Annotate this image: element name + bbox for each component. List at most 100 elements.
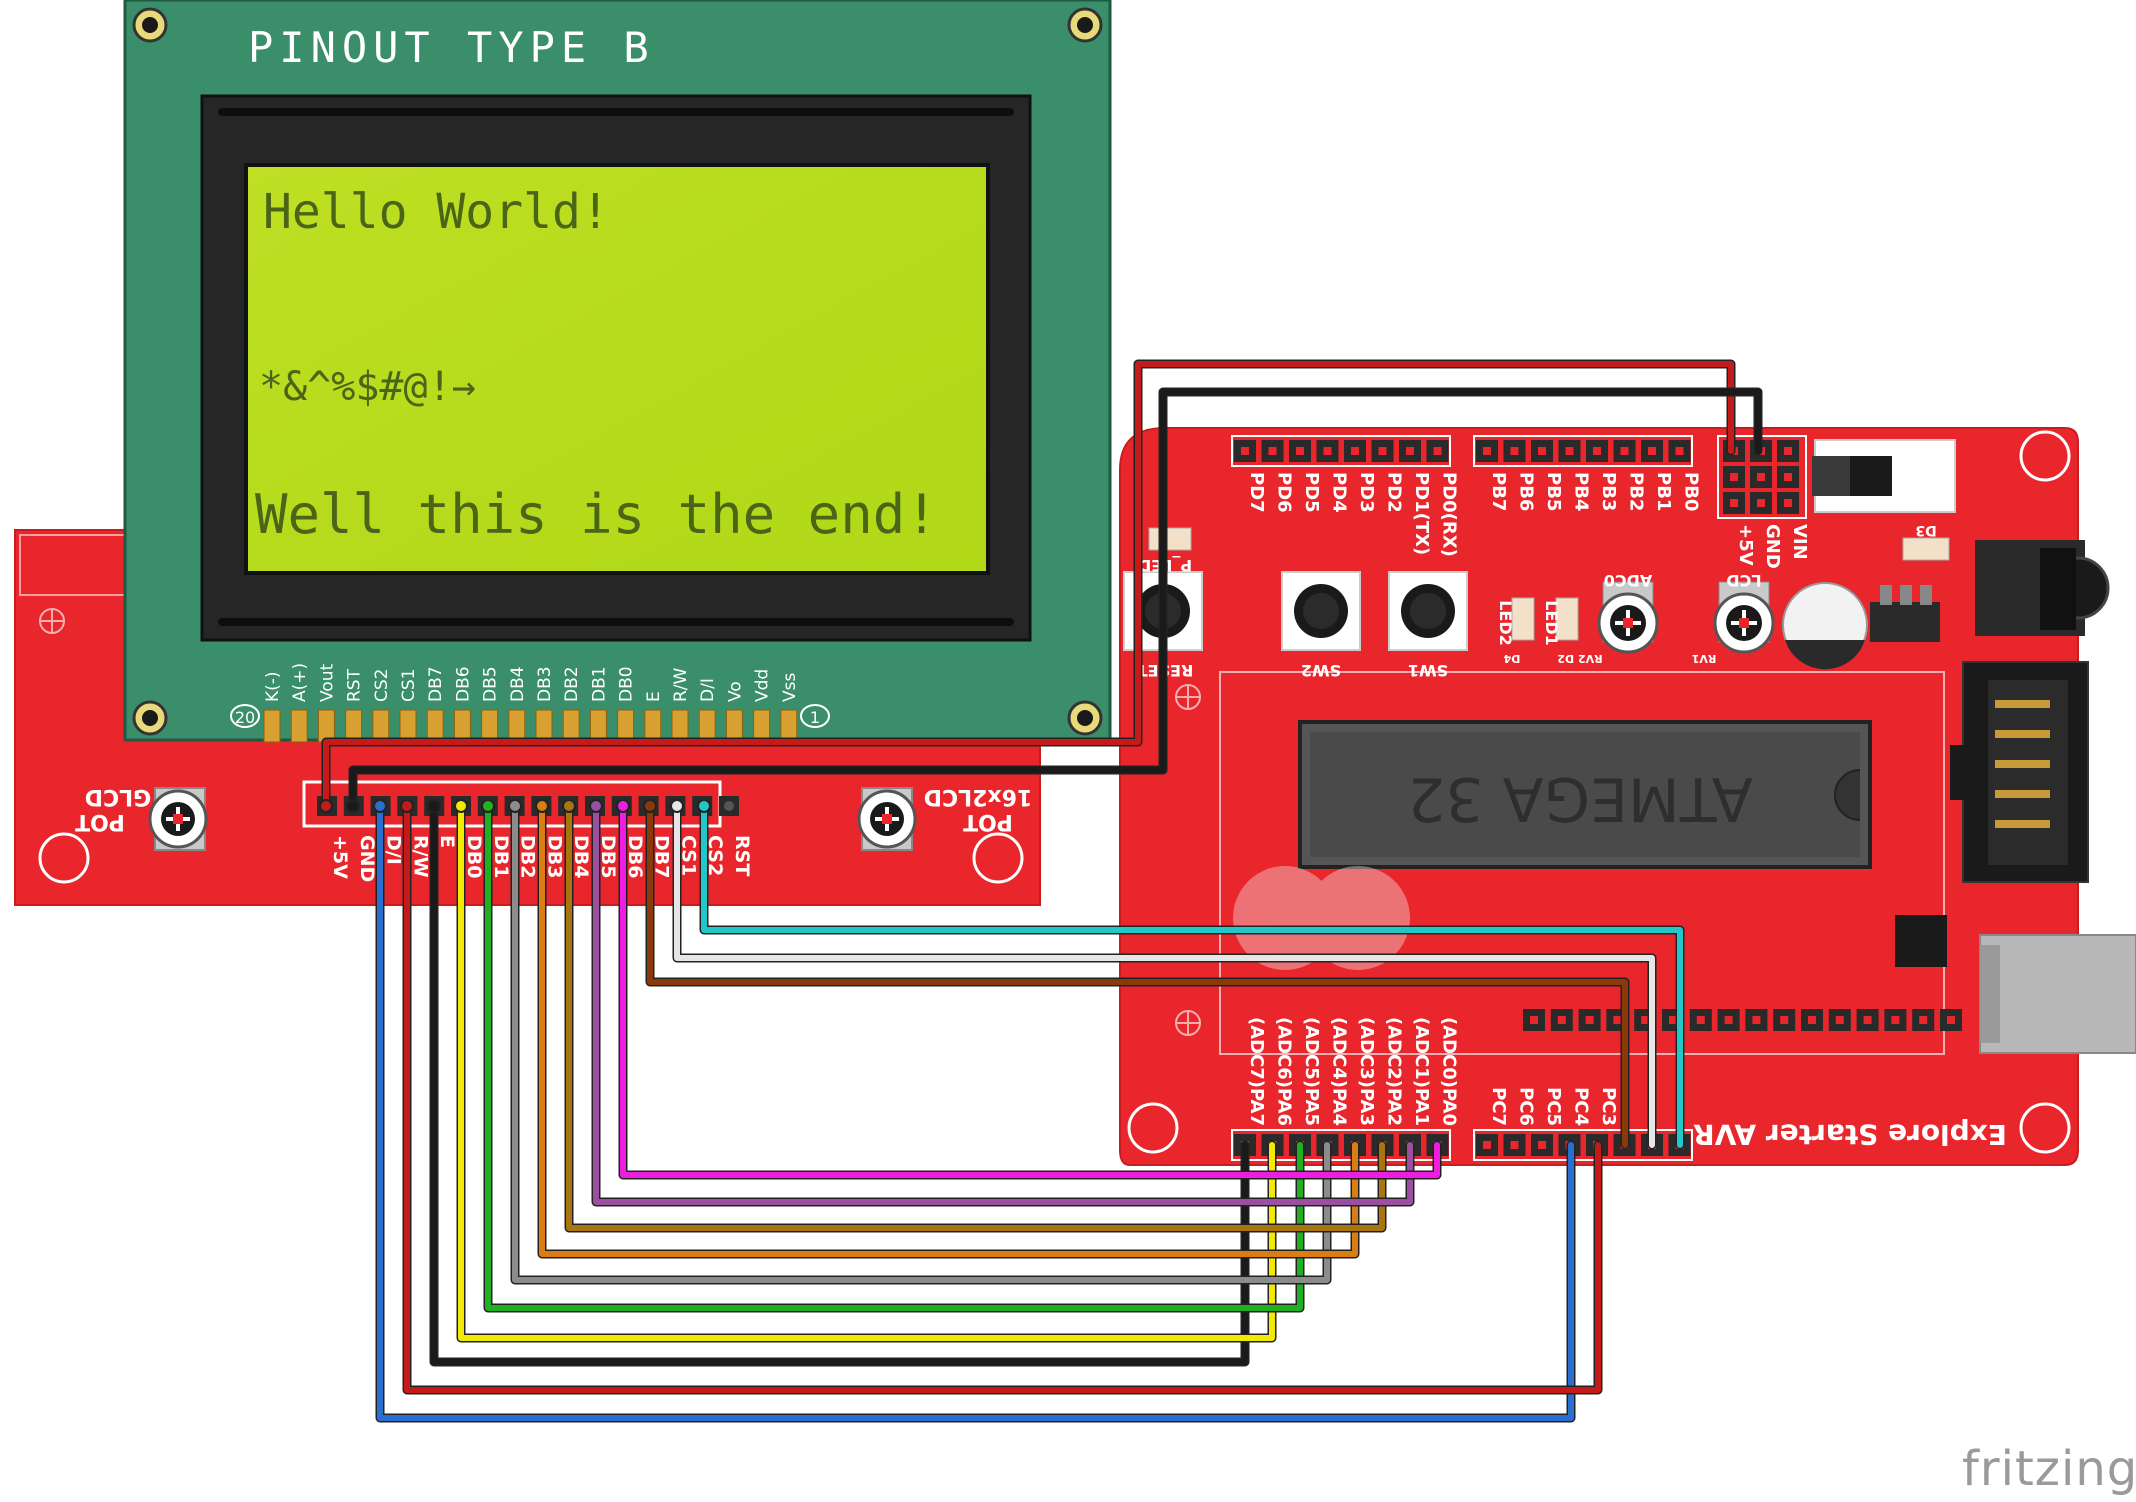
glcd-pin-label: E	[644, 691, 664, 702]
glcd-pin-label: Vout	[317, 664, 337, 702]
power-label: VIN	[1789, 524, 1810, 560]
wire-end	[481, 799, 495, 813]
portc-label: PC3	[1598, 1087, 1619, 1126]
wire	[323, 361, 1734, 809]
glcd-pin	[263, 709, 281, 743]
regulator-icon	[1870, 585, 1940, 642]
wire-end	[400, 799, 414, 813]
porta-label: (ADC4)PA4	[1329, 1017, 1350, 1126]
glcd-pin-label: DB0	[617, 666, 637, 702]
wires	[319, 359, 1763, 1423]
led-icon	[1511, 597, 1535, 641]
silk-d4: D4	[1503, 652, 1520, 665]
wire-end	[616, 799, 630, 813]
wire-end	[346, 799, 360, 813]
wire-end	[643, 799, 657, 813]
glcd-pin	[589, 709, 607, 743]
board-name: Explore Starter AVR	[1693, 1118, 2007, 1151]
mount-hole-icon	[132, 700, 168, 736]
adapter-pin-label: +5V	[329, 835, 351, 879]
glcd-pin	[426, 709, 444, 743]
svg-text:20: 20	[235, 708, 255, 727]
adapter-pin-label: DB0	[463, 835, 485, 878]
wire	[674, 803, 1655, 1148]
glcd-pin	[535, 709, 553, 743]
led-icon	[1555, 597, 1579, 641]
porta-label: (ADC5)PA5	[1301, 1017, 1322, 1126]
glcd-pin-label: Vo	[725, 681, 745, 702]
silk-led2: LED2	[1496, 600, 1515, 646]
wire	[701, 803, 1683, 1148]
wire	[350, 389, 1761, 809]
adapter-pin-label: GND	[356, 835, 378, 882]
power-switch[interactable]	[1812, 439, 1956, 513]
adapter-pin-label: DB7	[651, 835, 673, 878]
glcd-pin-label: DB7	[426, 666, 446, 702]
wire	[458, 803, 1275, 1341]
sw1-button[interactable]	[1388, 571, 1468, 651]
glcd-pin	[317, 709, 335, 743]
chip-label: ATMEGA 32	[1407, 763, 1753, 833]
portb-label: PB4	[1571, 472, 1592, 511]
mount-hole-icon	[1067, 7, 1103, 43]
pin20-marker: 20	[230, 704, 260, 728]
glcd-pin-label: R/W	[671, 667, 691, 702]
portd-label: PD2	[1384, 472, 1405, 513]
glcd-pin	[644, 709, 662, 743]
wire	[377, 803, 1574, 1421]
adapter-pin-label: DB5	[597, 835, 619, 878]
silk-led1: LED1	[1542, 600, 1561, 646]
silk-sw2: SW2	[1301, 661, 1341, 680]
wire-end	[373, 799, 387, 813]
lcd16x2-pot-label-1: 16x2LCD	[924, 784, 1033, 809]
dc-jack-icon	[1975, 540, 2110, 636]
adapter-pin-label: DB3	[543, 835, 565, 878]
adapter-pin-label: D/I	[383, 835, 405, 865]
glcd-pin	[453, 709, 471, 743]
screen-line-1: Hello World!	[263, 184, 610, 240]
adapter-pin-label: R/W	[409, 835, 431, 878]
wire-end	[508, 799, 522, 813]
oshw-logo-icon	[1233, 866, 1410, 970]
portd-label: PD7	[1246, 472, 1267, 513]
glcd-pin-label: CS1	[399, 669, 419, 702]
portc-label: PC4	[1571, 1087, 1592, 1126]
silk-adc0: ADC0	[1604, 571, 1653, 590]
screen-line-3: Well this is the end!	[255, 483, 938, 546]
lcd16x2-pot-label-2: POT	[963, 809, 1013, 834]
glcd-pin	[753, 709, 771, 743]
glcd-pin	[508, 709, 526, 743]
portb-label: PB1	[1653, 472, 1674, 511]
silk-lcd: LCD	[1726, 571, 1761, 590]
glcd-pin-label: DB1	[589, 666, 609, 702]
lcd-contrast-pot-icon[interactable]	[1713, 581, 1775, 654]
capacitor-icon	[1782, 582, 1868, 670]
glcd-pin	[481, 709, 499, 743]
glcd-pin	[290, 709, 308, 743]
glcd-pin	[345, 709, 363, 743]
power-label: GND	[1762, 524, 1783, 569]
adapter-pin-label: DB1	[490, 835, 512, 878]
portd-label: PD4	[1329, 472, 1350, 513]
glcd-pin	[562, 709, 580, 743]
wire	[566, 803, 1385, 1231]
glcd-pot-icon[interactable]	[148, 787, 208, 851]
adc0-pot-icon[interactable]	[1597, 581, 1659, 654]
lcd16x2-pot-icon[interactable]	[857, 787, 917, 851]
board-headers	[1231, 435, 1962, 1161]
portd-label: PD0(RX)	[1439, 472, 1460, 557]
screen-line-2: *&^%$#@!→	[259, 364, 476, 410]
glcd-pot-label-2: POT	[75, 809, 125, 834]
glcd-pot-label-1: GLCD	[85, 784, 151, 809]
wire-end	[427, 799, 441, 813]
glcd-pin-label: DB6	[453, 666, 473, 702]
wire-end	[670, 799, 684, 813]
glcd-pin-label: DB3	[535, 666, 555, 702]
adapter-pin-label: CS2	[704, 835, 726, 876]
sw2-button[interactable]	[1281, 571, 1361, 651]
glcd-pin	[372, 709, 390, 743]
fritzing-watermark: fritzing	[1962, 1441, 2136, 1497]
portc-label: PC7	[1488, 1087, 1509, 1126]
